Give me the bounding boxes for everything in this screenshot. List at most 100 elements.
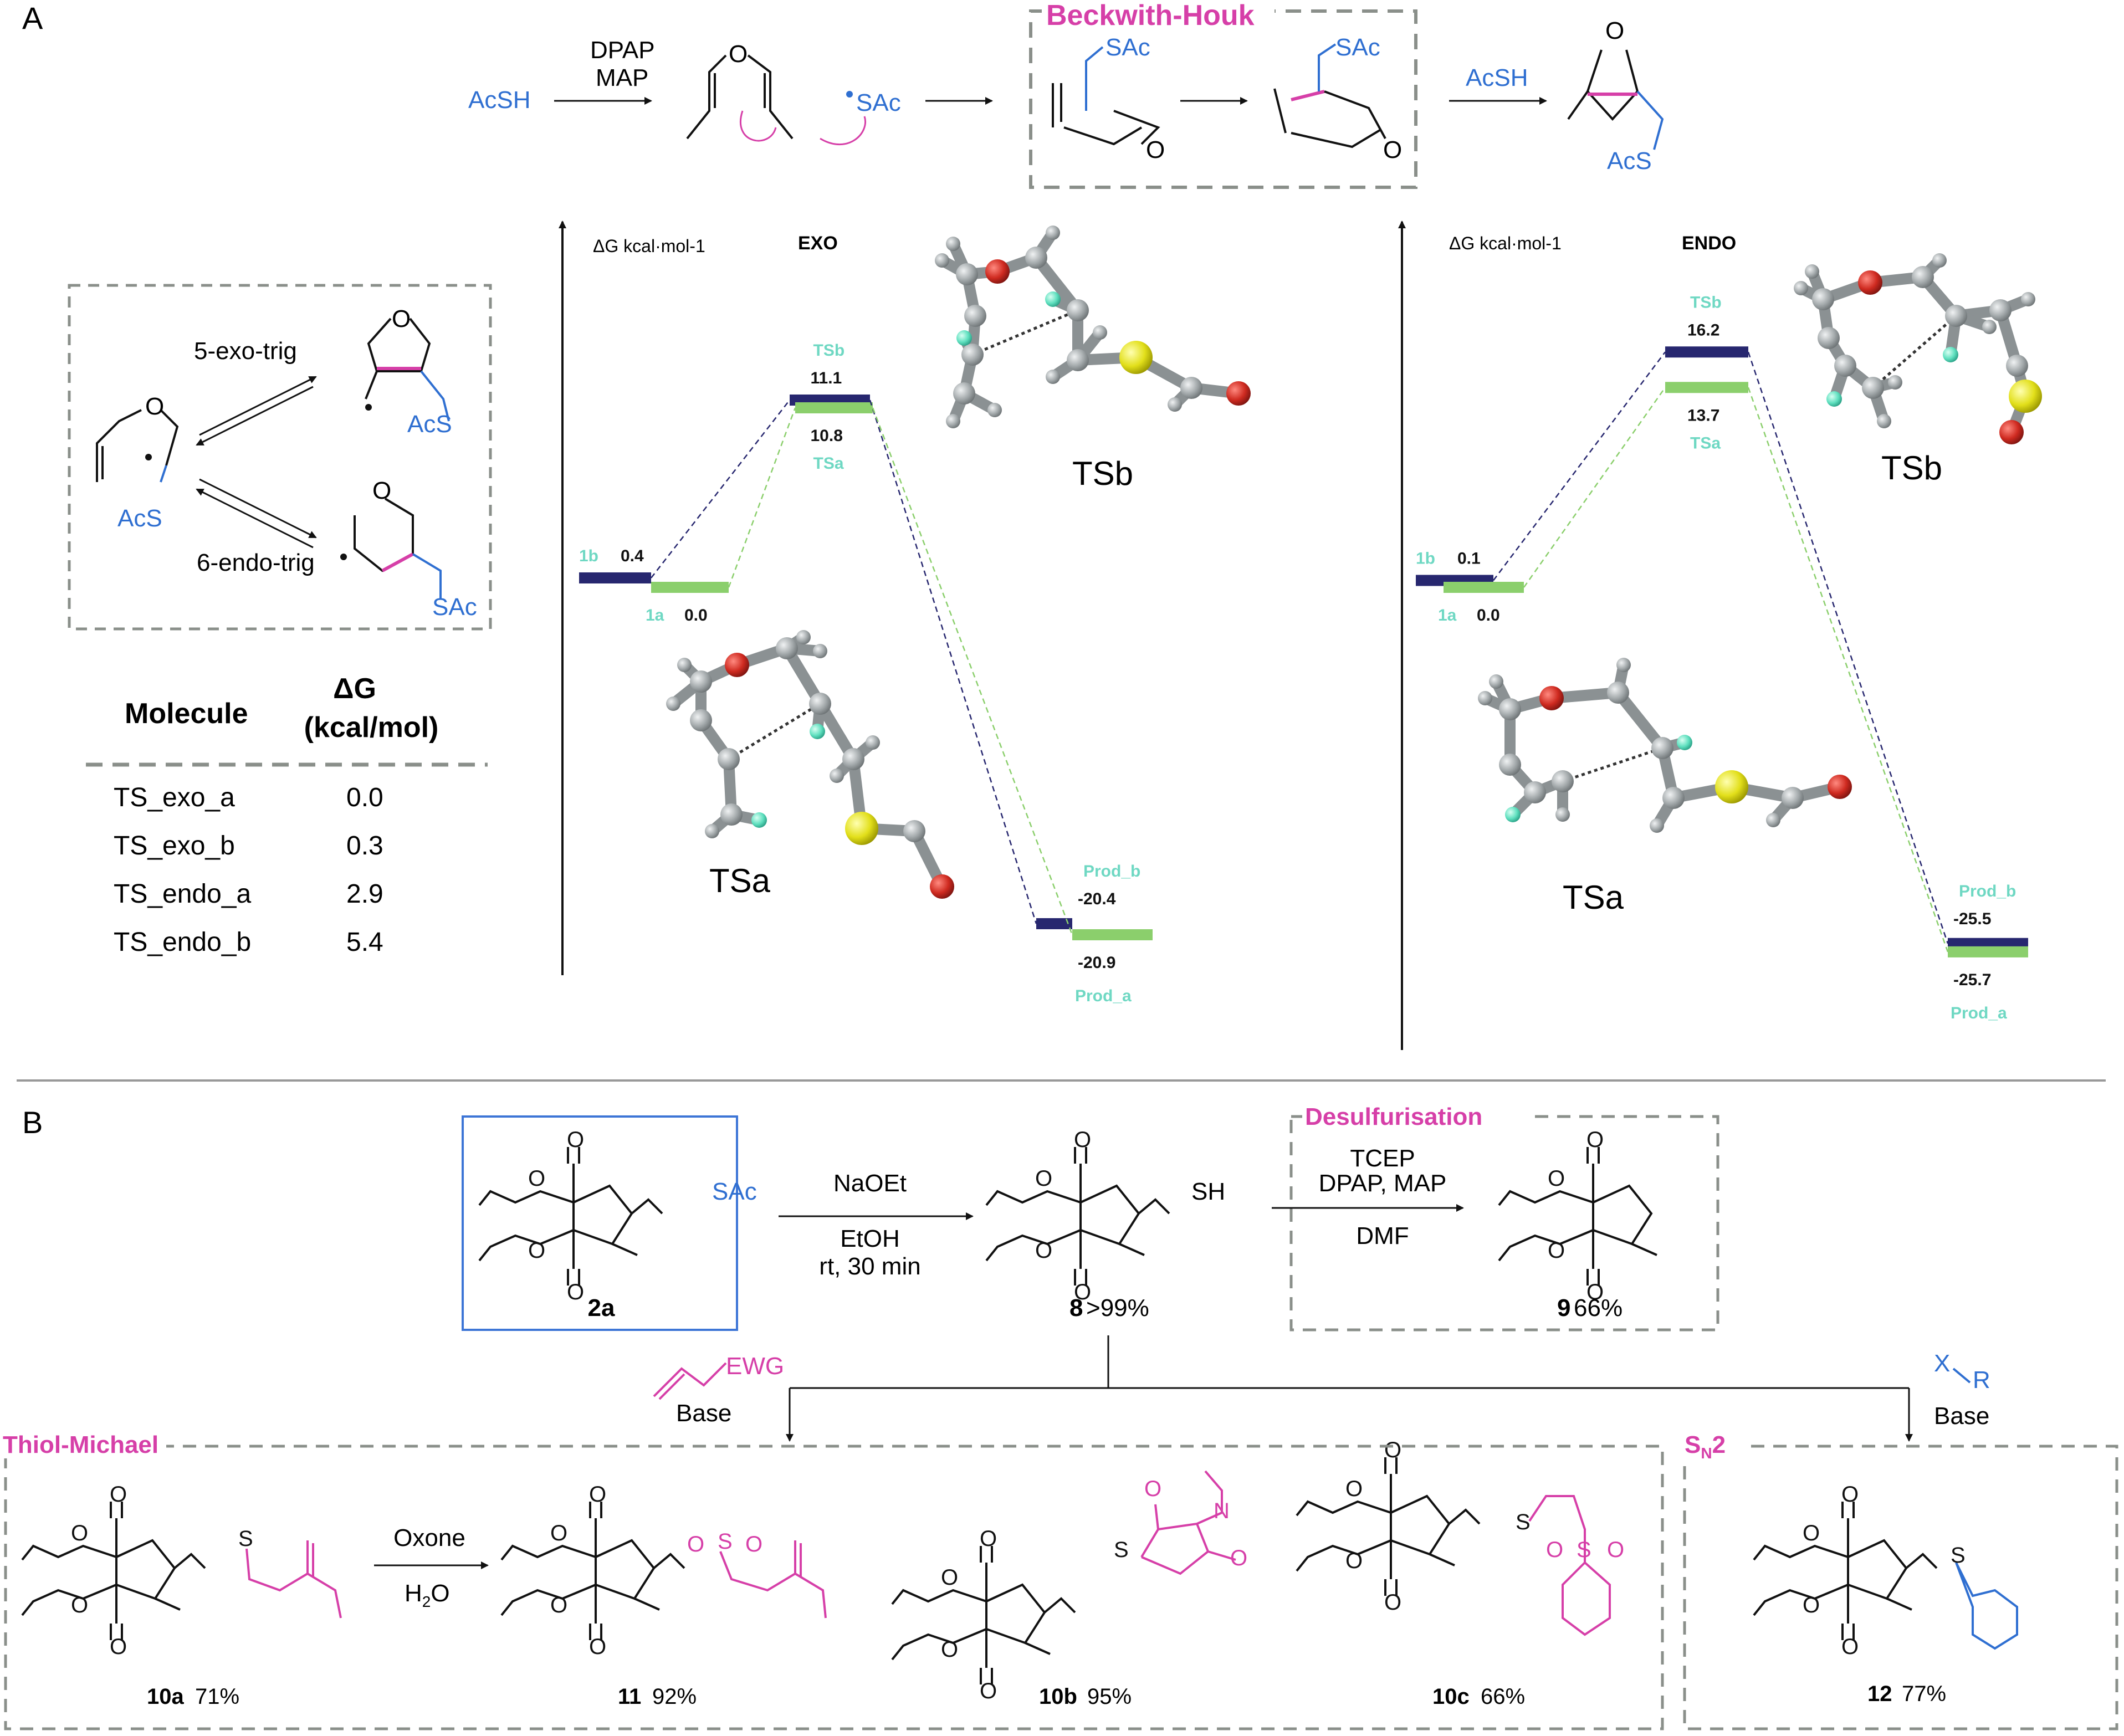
desulfurisation-title-bg bbox=[1302, 1103, 1535, 1130]
product-10b-carbonyl-o2: O bbox=[1230, 1546, 1247, 1570]
model-atom bbox=[1524, 781, 1546, 803]
scaffold-oxygen: O bbox=[1586, 1280, 1604, 1304]
model-atom bbox=[1067, 299, 1089, 321]
endo-connector bbox=[1493, 351, 1666, 581]
scaffold-bond bbox=[1074, 1230, 1087, 1286]
exo-label-proda: Prod_a bbox=[1075, 987, 1132, 1005]
exo-tsa-model bbox=[666, 630, 954, 899]
sn2-title-2: 2 bbox=[1712, 1431, 1726, 1458]
model-atom bbox=[935, 253, 949, 268]
scaffold-oxygen: O bbox=[1345, 1477, 1363, 1501]
product-number: 10c bbox=[1432, 1684, 1470, 1709]
scaffold-bond bbox=[110, 1502, 123, 1557]
scaffold-oxygen: O bbox=[110, 1482, 127, 1507]
scaffold-oxygen: O bbox=[941, 1565, 958, 1590]
scaffold-bond bbox=[612, 1243, 638, 1256]
radical-sac: SAc bbox=[856, 89, 901, 116]
scaffold-bond bbox=[1025, 1642, 1051, 1655]
water-subscript: 2 bbox=[422, 1593, 431, 1610]
diester-scaffold bbox=[500, 1502, 685, 1640]
product-substituents bbox=[245, 1470, 2018, 1650]
model-atom bbox=[987, 403, 1002, 417]
forming-bond bbox=[728, 702, 821, 761]
chair-ts-1-oxygen: O bbox=[1146, 136, 1165, 163]
scaffold-bond bbox=[1753, 1544, 1849, 1561]
scaffold-bond bbox=[1429, 1553, 1455, 1566]
table-row-molecule: TS_endo_b bbox=[114, 928, 251, 957]
scaffold-bond bbox=[1753, 1584, 1849, 1616]
scaffold-bond bbox=[985, 1190, 1081, 1206]
table-header-dg: ΔG bbox=[333, 673, 376, 705]
scaffold-oxygen: O bbox=[1548, 1238, 1565, 1263]
model-atom bbox=[1943, 347, 1958, 362]
model-atom bbox=[1168, 397, 1182, 412]
scaffold-oxygen: O bbox=[567, 1280, 584, 1304]
table-row-dg: 0.0 bbox=[346, 783, 383, 812]
sn2-r: R bbox=[1973, 1366, 1990, 1394]
condition-dpap: DPAP bbox=[590, 37, 655, 64]
endo-value-1a: 0.0 bbox=[1477, 606, 1500, 624]
model-atom bbox=[842, 748, 864, 770]
product-number: 11 bbox=[618, 1684, 641, 1709]
scaffold-oxygen: O bbox=[980, 1679, 997, 1703]
product-11-sulfone-o2: O bbox=[745, 1532, 762, 1556]
manifold-box bbox=[68, 284, 492, 631]
model-atom bbox=[1862, 377, 1884, 399]
scaffold-bond bbox=[1905, 1553, 1938, 1569]
model-atom bbox=[1046, 370, 1060, 384]
exo-connector bbox=[651, 400, 790, 578]
table-row-molecule: TS_endo_a bbox=[114, 879, 252, 909]
thf-oxygen: O bbox=[1605, 17, 1624, 44]
scaffold-oxygen: O bbox=[1074, 1280, 1091, 1304]
endo-product-oxygen: O bbox=[372, 477, 391, 504]
scaffold-bond bbox=[500, 1584, 596, 1616]
model-atom bbox=[1607, 682, 1629, 704]
model-atom bbox=[809, 693, 831, 715]
cyclization-manifold: O AcS 5-exo-trig 6-endo-trig O AcS O SAc bbox=[68, 284, 492, 631]
model-atom bbox=[2006, 355, 2028, 377]
model-atom bbox=[751, 812, 767, 828]
endo-value-proda: -25.7 bbox=[1953, 971, 1991, 989]
thiol-michael-title-bg bbox=[0, 1431, 166, 1458]
scaffold-oxygen: O bbox=[528, 1238, 545, 1263]
exo-product-acs: AcS bbox=[407, 411, 452, 438]
model-atom bbox=[1932, 253, 1947, 268]
scaffold-bond bbox=[21, 1544, 117, 1561]
oxone-solvent: H2O bbox=[405, 1580, 450, 1610]
model-atom bbox=[1119, 341, 1153, 374]
exo-label-1a: 1a bbox=[646, 606, 664, 624]
scaffold-bond bbox=[631, 1198, 663, 1215]
exo-forward-arrow bbox=[199, 376, 317, 436]
scaffold-bond bbox=[891, 1628, 987, 1661]
desulf-yield: 66% bbox=[1574, 1294, 1623, 1322]
scaffold-bond bbox=[1384, 1540, 1398, 1596]
model-atom bbox=[964, 305, 986, 327]
scaffold-bond bbox=[985, 1583, 1046, 1645]
desulf-cond-tcep: TCEP bbox=[1350, 1145, 1415, 1172]
endo-label-proda: Prod_a bbox=[1951, 1004, 2007, 1022]
endo-tsa-model-label: TSa bbox=[1563, 879, 1624, 916]
product-yield: 66% bbox=[1481, 1684, 1525, 1709]
model-atom bbox=[903, 820, 925, 842]
diester-scaffold bbox=[21, 1502, 206, 1640]
panel-a-letter: A bbox=[22, 1, 43, 35]
exo-connector bbox=[869, 400, 1037, 924]
model-atom bbox=[725, 653, 749, 677]
exo-label-1b: 1b bbox=[579, 547, 598, 565]
scaffold-bond bbox=[155, 1597, 181, 1611]
scaffold-bond bbox=[1586, 1230, 1600, 1286]
product-11-sulfur: S bbox=[718, 1529, 733, 1554]
thiol-michael-title: Thiol-Michael bbox=[3, 1431, 158, 1458]
endo-label-1b: 1b bbox=[1416, 549, 1435, 567]
scaffold-oxygen: O bbox=[550, 1593, 567, 1617]
scaffold-bond bbox=[1498, 1190, 1594, 1206]
exo-tsb-model bbox=[935, 226, 1251, 428]
scaffold-oxygen: O bbox=[567, 1128, 584, 1152]
scaffold-bond bbox=[1384, 1457, 1398, 1513]
product-10c-sulfur: S bbox=[1516, 1510, 1531, 1534]
model-atom bbox=[1650, 818, 1664, 833]
oxone-reagent: Oxone bbox=[393, 1524, 465, 1551]
